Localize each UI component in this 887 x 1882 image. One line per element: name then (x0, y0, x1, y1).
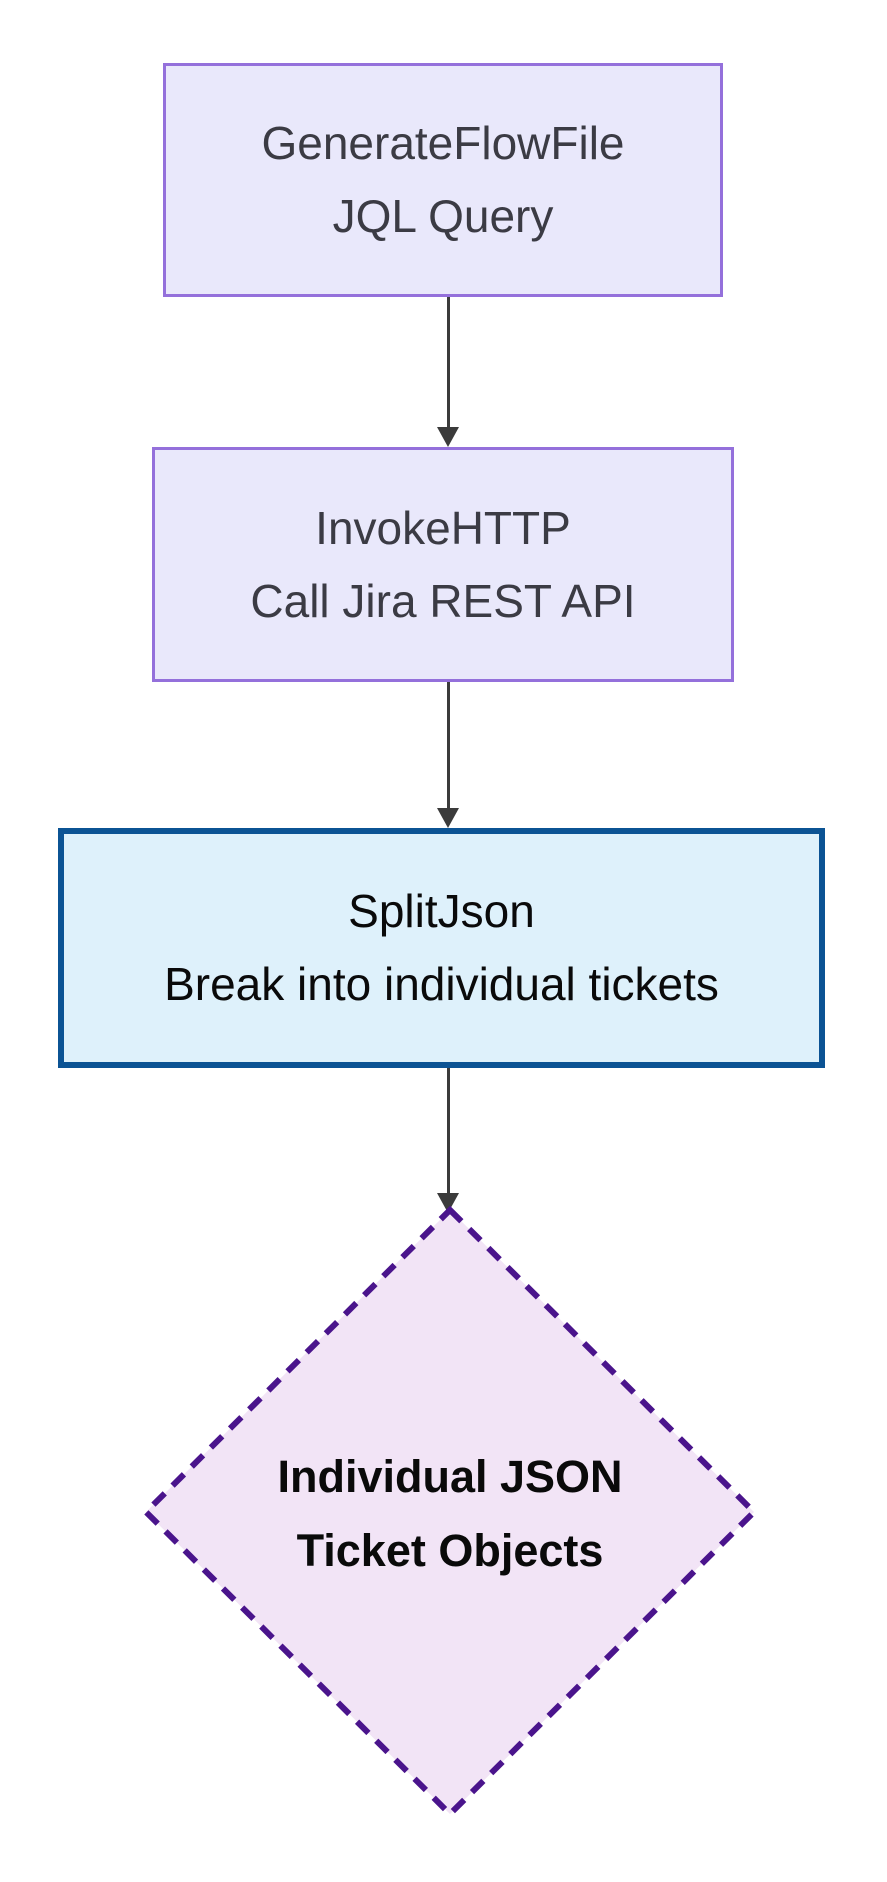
node-split-json-title: SplitJson (348, 885, 535, 937)
diamond-shape-svg (142, 1206, 758, 1818)
node-generate-flowfile: GenerateFlowFile JQL Query (163, 63, 723, 297)
connector-line (446, 1068, 450, 1193)
node-invoke-http-title: InvokeHTTP (315, 501, 571, 554)
connector-invoke-to-split (436, 682, 460, 828)
arrowhead-down-icon (437, 427, 459, 447)
node-generate-flowfile-title: GenerateFlowFile (261, 117, 625, 169)
node-split-json-subtitle: Break into individual tickets (164, 958, 719, 1010)
node-invoke-http: InvokeHTTP Call Jira REST API (152, 447, 734, 682)
connector-generate-to-invoke (436, 297, 460, 447)
node-ticket-objects-title: Individual JSON (277, 1451, 623, 1502)
node-invoke-http-subtitle: Call Jira REST API (250, 574, 636, 627)
arrowhead-down-icon (437, 808, 459, 828)
connector-line (446, 682, 450, 808)
connector-line (446, 297, 450, 427)
arrowhead-down-icon (437, 1193, 459, 1213)
decision-diamond-shape (142, 1206, 758, 1818)
node-ticket-objects-subtitle: Ticket Objects (296, 1525, 604, 1576)
node-split-json: SplitJson Break into individual tickets (58, 828, 825, 1068)
connector-split-to-output (436, 1068, 460, 1213)
node-generate-flowfile-subtitle: JQL Query (332, 190, 554, 242)
node-ticket-objects: Individual JSON Ticket Objects (150, 1440, 750, 1588)
